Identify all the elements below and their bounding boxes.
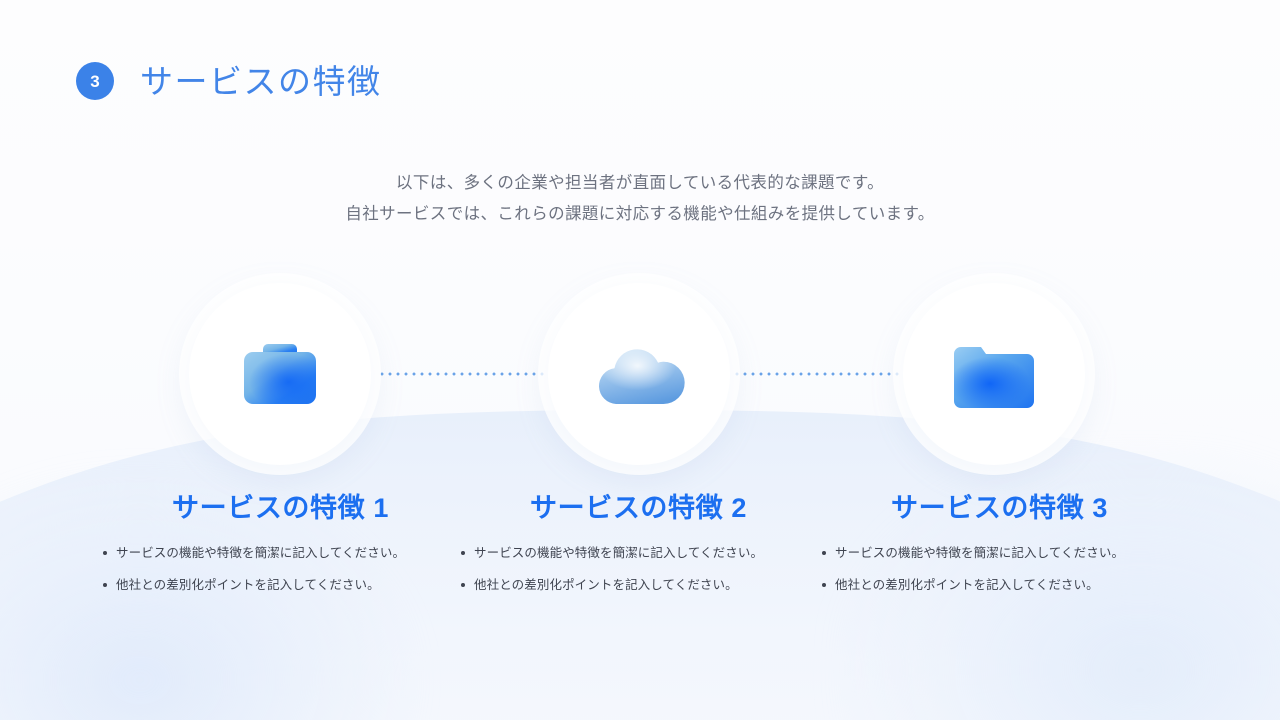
feature-title-1: サービスの特徴 1 [172,493,389,523]
feature-bullets-3: サービスの機能や特徴を簡潔に記入してください。 他社との差別化ポイントを記入して… [822,544,1177,593]
feature-title-3: サービスの特徴 3 [891,493,1108,523]
bullet-text: サービスの機能や特徴を簡潔に記入してください。 [835,546,1125,561]
icon-circle-background-2 [548,283,730,465]
feature-icon-circle-3 [903,283,1085,465]
feature-column-1: サービスの特徴 1 サービスの機能や特徴を簡潔に記入してください。 他社との差別… [103,492,458,607]
feature-column-3: サービスの特徴 3 サービスの機能や特徴を簡潔に記入してください。 他社との差別… [822,492,1177,607]
page-title: サービスの特徴 [140,62,382,100]
list-item: 他社との差別化ポイントを記入してください。 [103,576,458,594]
bullet-text: 他社との差別化ポイントを記入してください。 [835,577,1099,592]
dotted-connector-1 [378,372,556,376]
background-glow-left [0,470,420,720]
bullet-text: サービスの機能や特徴を簡潔に記入してください。 [474,546,764,561]
feature-bullets-2: サービスの機能や特徴を簡潔に記入してください。 他社との差別化ポイントを記入して… [461,544,816,593]
bullet-dot-icon [461,551,465,556]
list-item: サービスの機能や特徴を簡潔に記入してください。 [103,544,458,562]
page-header: 3 サービスの特徴 [76,62,382,100]
feature-bullets-1: サービスの機能や特徴を簡潔に記入してください。 他社との差別化ポイントを記入して… [103,544,458,593]
bullet-text: 他社との差別化ポイントを記入してください。 [116,577,380,592]
feature-icon-circle-2 [548,283,730,465]
list-item: サービスの機能や特徴を簡潔に記入してください。 [822,544,1177,562]
bullet-dot-icon [822,551,826,556]
subtitle-block: 以下は、多くの企業や担当者が直面している代表的な課題です。 自社サービスでは、こ… [0,168,1280,230]
bullet-text: サービスの機能や特徴を簡潔に記入してください。 [116,546,406,561]
section-number-badge: 3 [76,62,114,100]
bullet-dot-icon [822,582,826,587]
briefcase-icon [244,344,316,404]
dotted-connector-2 [733,372,911,376]
feature-title-2: サービスの特徴 2 [530,493,747,523]
folder-icon [954,347,1034,408]
icon-circle-background-3 [903,283,1085,465]
bullet-dot-icon [103,551,107,556]
list-item: サービスの機能や特徴を簡潔に記入してください。 [461,544,816,562]
cloud-icon [598,349,685,404]
feature-icons-row [0,283,1280,465]
list-item: 他社との差別化ポイントを記入してください。 [822,576,1177,594]
subtitle-line-2: 自社サービスでは、これらの課題に対応する機能や仕組みを提供しています。 [345,205,935,223]
bullet-text: 他社との差別化ポイントを記入してください。 [474,577,738,592]
bullet-dot-icon [461,582,465,587]
subtitle-line-1: 以下は、多くの企業や担当者が直面している代表的な課題です。 [396,174,884,192]
icon-circle-background-1 [189,283,371,465]
background-glow-right [840,450,1280,720]
feature-column-2: サービスの特徴 2 サービスの機能や特徴を簡潔に記入してください。 他社との差別… [461,492,816,607]
feature-icon-circle-1 [189,283,371,465]
bullet-dot-icon [103,582,107,587]
list-item: 他社との差別化ポイントを記入してください。 [461,576,816,594]
